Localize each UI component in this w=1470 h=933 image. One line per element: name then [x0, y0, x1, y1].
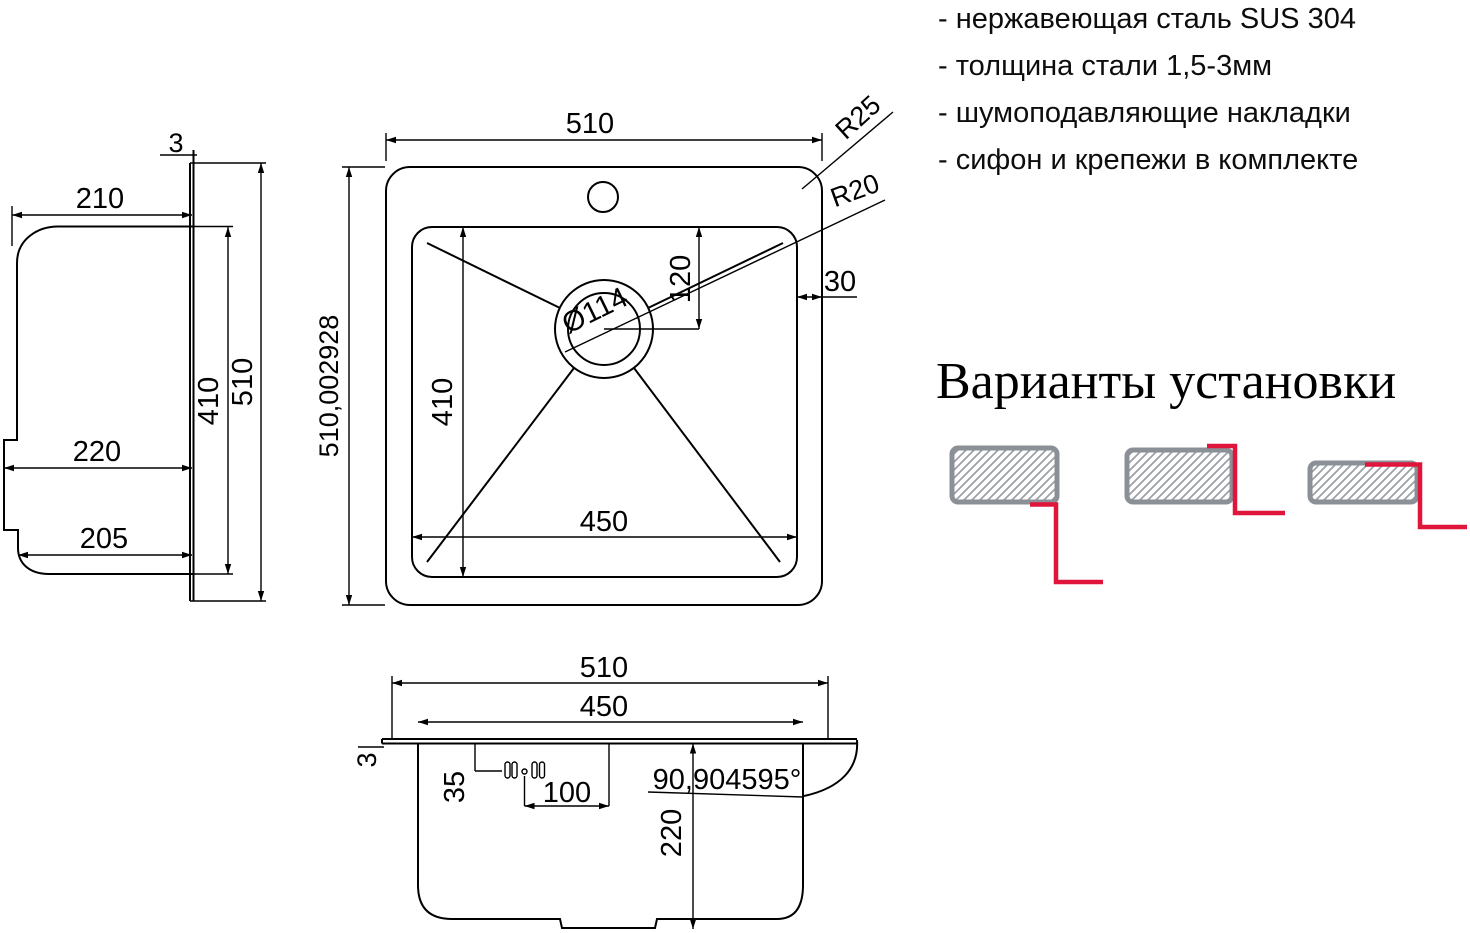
- countertop-section: [1307, 460, 1420, 505]
- sink-edge-line: [1365, 462, 1467, 530]
- faucet-hole: [587, 181, 619, 213]
- side-dim210-label: 210: [76, 183, 124, 215]
- sink-edge-line: [1030, 502, 1103, 585]
- note-line: - шумоподавляющие накладки: [938, 97, 1351, 129]
- top-dim30-label: 30: [824, 266, 856, 298]
- install-option-topmount: [1307, 460, 1467, 530]
- installation-options-title: Варианты установки: [936, 353, 1397, 410]
- mounting-slot: [504, 761, 511, 779]
- side-bowl-profile: [3, 225, 193, 575]
- top-view: Ø114 R20 R25 510 510,002928 410 450 120 …: [314, 90, 894, 606]
- top-dimH-label: 510,002928: [314, 315, 344, 458]
- side-dim3-label: 3: [168, 128, 183, 158]
- countertop-section: [949, 445, 1060, 505]
- front-dim510-label: 510: [580, 652, 628, 684]
- front-dim100-label: 100: [543, 777, 591, 809]
- side-view: 3 210 220 205 410 510: [3, 128, 266, 602]
- top-dim120-label: 120: [665, 255, 697, 303]
- side-dim410-label: 410: [193, 377, 225, 425]
- bend-line-bl: [426, 367, 575, 563]
- inner-radius-label: R20: [827, 168, 884, 213]
- mounting-slots: [504, 761, 546, 779]
- drain-leader-line: [564, 199, 886, 353]
- mounting-slot: [538, 761, 546, 779]
- top-dim450-label: 450: [580, 506, 628, 538]
- top-dim410-label: 410: [427, 378, 459, 426]
- bend-line-tr: [647, 242, 784, 309]
- front-bowl-profile: [417, 743, 804, 929]
- install-option-undermount: [949, 445, 1103, 585]
- note-line: - нержавеющая сталь SUS 304: [938, 3, 1356, 35]
- countertop-section: [1124, 447, 1235, 505]
- front-dim3-label: 3: [352, 752, 382, 767]
- slot-center-point: [521, 768, 528, 775]
- install-option-flushmount: [1124, 443, 1285, 516]
- bend-line-br: [633, 367, 781, 563]
- front-rim-corner-curve: [803, 739, 859, 797]
- sink-edge-line: [1207, 443, 1285, 516]
- side-dim510-label: 510: [227, 358, 259, 406]
- side-dim220-label: 220: [73, 436, 121, 468]
- feature-notes: - нержавеющая сталь SUS 304 - толщина ст…: [938, 0, 1358, 184]
- front-dim220-label: 220: [656, 809, 688, 857]
- top-bowl-rect: [411, 226, 798, 578]
- note-line: - сифон и крепежи в комплекте: [938, 144, 1359, 176]
- note-line: - толщина стали 1,5-3мм: [938, 50, 1273, 82]
- top-outer-rect: [385, 166, 823, 606]
- drain-diameter-label: Ø114: [557, 281, 633, 340]
- mounting-slot: [511, 761, 518, 779]
- front-angle-leader: [647, 791, 804, 798]
- front-dim450-label: 450: [580, 691, 628, 723]
- front-rim-bottom-line: [381, 739, 857, 745]
- outer-radius-leader: [801, 111, 894, 190]
- top-dim510-label: 510: [566, 108, 614, 140]
- side-dim205-label: 205: [80, 523, 128, 555]
- front-view: 510 450 3 35 100 90,904595° 220: [352, 652, 859, 929]
- front-dim35-label: 35: [439, 771, 471, 803]
- outer-radius-label: R25: [830, 90, 887, 145]
- front-angle-label: 90,904595°: [653, 764, 802, 796]
- mounting-slot: [531, 761, 538, 779]
- bend-line-tl: [426, 242, 561, 309]
- installation-diagrams: [949, 443, 1467, 585]
